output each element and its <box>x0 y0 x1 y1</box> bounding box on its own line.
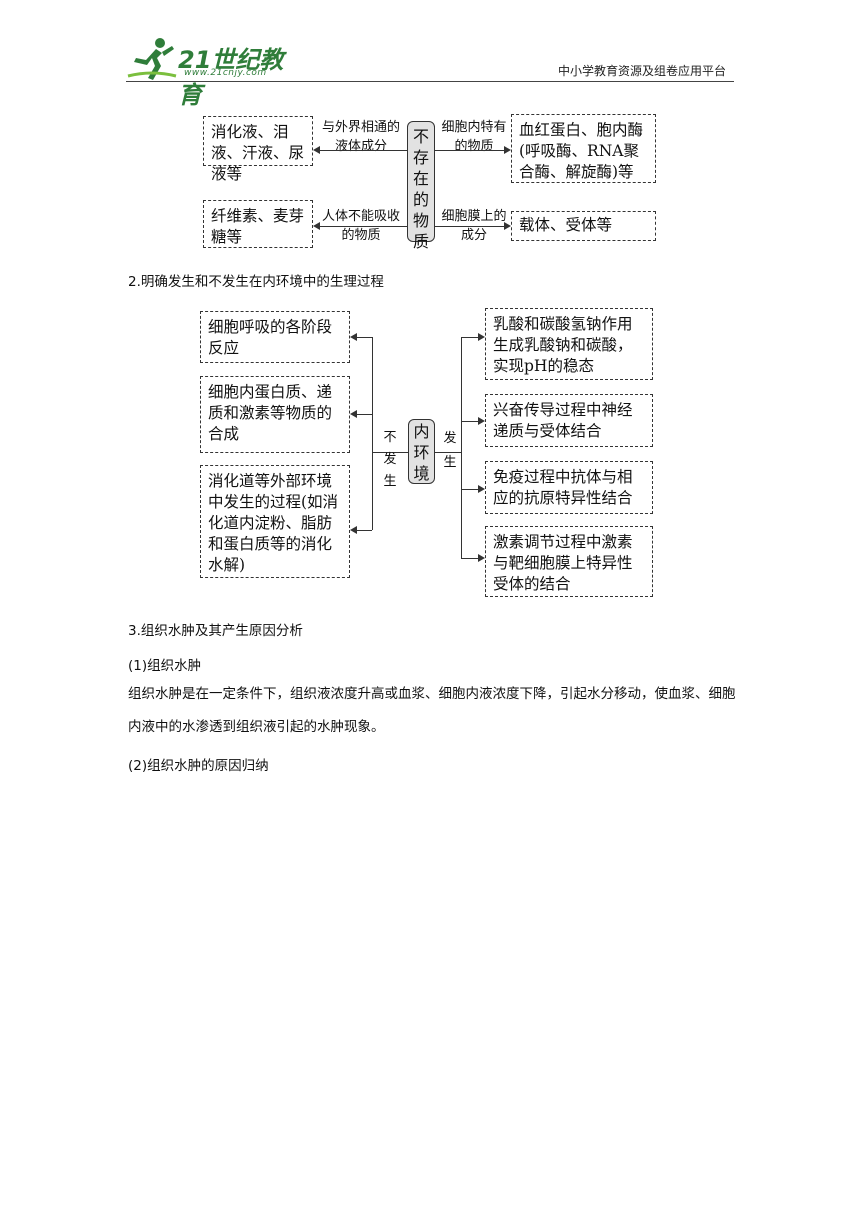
runner-logo-icon <box>127 38 177 80</box>
diagram2-left-branch-3 <box>357 530 372 531</box>
diagram1-left-label-2: 人体不能吸收的物质 <box>321 209 400 243</box>
diagram2-left-arrow-3 <box>350 526 357 534</box>
site-logo: 21世纪教育 www.21cnjy.com <box>126 36 306 109</box>
diagram2-right-box-2: 兴奋传导过程中神经递质与受体结合 <box>485 394 653 447</box>
section3-heading: 3.组织水肿及其产生原因分析 <box>128 623 303 639</box>
diagram2-right-arrow-4 <box>478 554 485 562</box>
diagram1-arrow-left-1 <box>313 146 320 154</box>
diagram2-center-text: 内环境 <box>413 422 430 483</box>
section2-heading: 2.明确发生和不发生在内环境中的生理过程 <box>128 274 384 290</box>
diagram1-line-right-1 <box>435 150 504 151</box>
diagram1-center-text: 不存在的物质 <box>413 127 430 251</box>
logo-text: 21世纪教育 <box>178 46 284 109</box>
diagram2-left-arrow-2 <box>350 410 357 418</box>
diagram1-arrow-right-1 <box>504 146 511 154</box>
section3-sub1: (1)组织水肿 <box>128 658 202 674</box>
diagram2-right-trunk <box>435 452 461 453</box>
diagram2-right-arrow-1 <box>478 333 485 341</box>
diagram2-left-label-text: 不发生 <box>383 430 397 489</box>
diagram1-line-right-2 <box>435 226 504 227</box>
diagram2-left-trunk <box>372 452 408 453</box>
section3-paragraph: 组织水肿是在一定条件下，组织液浓度升高或血浆、细胞内液浓度下降，引起水分移动，使… <box>128 686 736 735</box>
diagram2-left-box-3: 消化道等外部环境中发生的过程(如消化道内淀粉、脂肪和蛋白质等的消化水解) <box>200 465 350 578</box>
diagram2-left-arrow-1 <box>350 333 357 341</box>
diagram1-left-box-2: 纤维素、麦芽糖等 <box>203 200 313 248</box>
diagram2-left-branch-2 <box>357 414 372 415</box>
diagram2-right-branch-1 <box>461 337 478 338</box>
header-divider <box>126 81 734 82</box>
diagram1-right-label-2: 细胞膜上的成分 <box>441 209 507 243</box>
diagram2-left-label: 不发生 <box>381 427 399 493</box>
diagram1-right-box-1: 血红蛋白、胞内酶(呼吸酶、RNA聚合酶、解旋酶)等 <box>511 114 656 183</box>
diagram2-right-box-1: 乳酸和碳酸氢钠作用生成乳酸钠和碳酸，实现pH的稳态 <box>485 308 653 380</box>
diagram2-right-branch-4 <box>461 558 478 559</box>
diagram2-center: 内环境 <box>408 419 435 484</box>
diagram2-left-box-2: 细胞内蛋白质、递质和激素等物质的合成 <box>200 376 350 453</box>
diagram2-right-label: 发生 <box>441 427 459 475</box>
logo-url-text: www.21cnjy.com <box>184 68 267 78</box>
diagram2-right-arrow-2 <box>478 417 485 425</box>
diagram1-left-box-1: 消化液、泪液、汗液、尿液等 <box>203 116 313 183</box>
diagram2-right-arrow-3 <box>478 485 485 493</box>
platform-name: 中小学教育资源及组卷应用平台 <box>557 64 726 78</box>
diagram1-arrow-right-2 <box>504 222 511 230</box>
diagram1-arrow-left-2 <box>313 222 320 230</box>
diagram2-left-spine <box>372 337 373 530</box>
diagram2-right-branch-2 <box>461 421 478 422</box>
section3-sub2: (2)组织水肿的原因归纳 <box>128 758 269 774</box>
diagram2-right-label-text: 发生 <box>443 431 457 470</box>
diagram2-right-box-4: 激素调节过程中激素与靶细胞膜上特异性受体的结合 <box>485 526 653 597</box>
diagram1-center: 不存在的物质 <box>407 121 435 251</box>
diagram2-left-box-1: 细胞呼吸的各阶段反应 <box>200 311 350 363</box>
diagram2-right-box-3: 免疫过程中抗体与相应的抗原特异性结合 <box>485 461 653 514</box>
diagram1-line-left-2 <box>319 226 407 227</box>
diagram1-line-left-1 <box>319 150 407 151</box>
diagram2-right-spine <box>461 337 462 558</box>
diagram1-right-box-2: 载体、受体等 <box>511 211 656 241</box>
diagram2-right-branch-3 <box>461 489 478 490</box>
diagram2-left-branch-1 <box>357 337 372 338</box>
